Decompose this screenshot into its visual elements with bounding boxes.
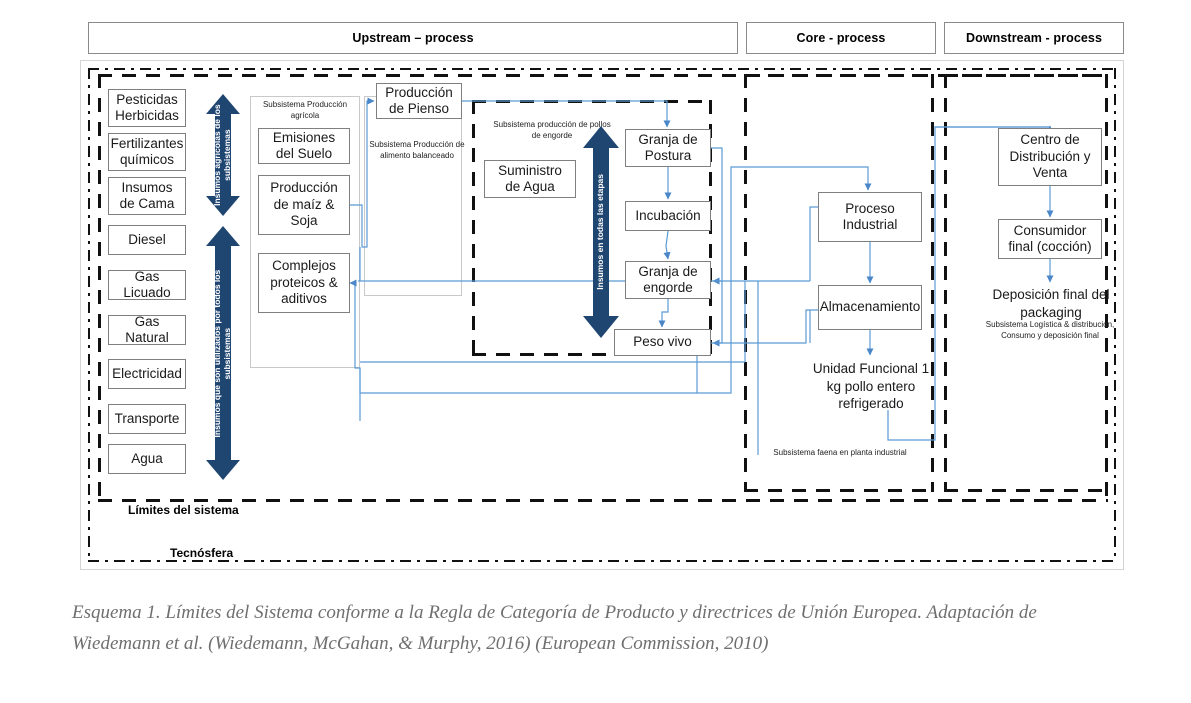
input-node-transporte[interactable]: Transporte [108,404,186,434]
label-subsystem-faena: Subsistema faena en planta industrial [773,448,907,457]
feed-subsystem-rect [364,96,462,296]
label-limites-del-sistema: Límites del sistema [128,503,239,517]
input-node-pesticidas[interactable]: Pesticidas Herbicidas [108,89,186,127]
arrow-insumos-todas-etapas: Insumos en todas las etapas [583,126,619,338]
figure-caption: Esquema 1. Límites del Sistema conforme … [72,602,1037,654]
node-proceso-industrial[interactable]: Proceso Industrial [818,192,922,242]
label-subsystem-agricola: Subsistema Producción agrícola [262,100,348,120]
node-produccion-de-pienso[interactable]: Producción de Pienso [376,83,462,119]
node-suministro-de-agua[interactable]: Suministro de Agua [484,160,576,198]
label-subsystem-alimento: Subsistema Producción de alimento balanc… [369,140,465,160]
input-node-insumos-cama[interactable]: Insumos de Cama [108,177,186,215]
input-node-gas-licuado[interactable]: Gas Licuado [108,269,186,300]
input-node-gas-natural[interactable]: Gas Natural [108,314,186,345]
node-granja-de-engorde[interactable]: Granja de engorde [625,261,711,299]
node-peso-vivo[interactable]: Peso vivo [614,329,711,356]
node-emisiones-del-suelo[interactable]: Emisiones del Suelo [258,128,350,164]
node-consumidor-final[interactable]: Consumidor final (cocción) [998,219,1102,259]
arrow-insumos-agricolas: Insumos agrícolas de los subsistemas [206,94,240,216]
input-node-diesel[interactable]: Diesel [108,225,186,255]
label-subsystem-broiler: Subsistema producción de pollos de engor… [493,120,611,140]
label-unidad-funcional: Unidad Funcional 1 kg pollo entero refri… [812,361,930,412]
node-centro-distribucion-venta[interactable]: Centro de Distribución y Venta [998,128,1102,186]
node-incubacion[interactable]: Incubación [625,201,711,231]
header-upstream-process: Upstream – process [88,22,738,54]
label-deposicion-final: Deposición final del packaging [992,287,1110,320]
node-granja-de-postura[interactable]: Granja de Postura [625,129,711,167]
core-process-boundary [744,74,934,492]
arrow-insumos-todos-subsistemas: Insumos que son utilizados por todos los… [206,226,240,480]
input-node-fertilizantes[interactable]: Fertilizantes químicos [108,133,186,171]
label-subsystem-logistica: Subsistema Logística & distribución, Con… [985,320,1115,340]
node-produccion-maiz-soja[interactable]: Producción de maíz & Soja [258,175,350,235]
header-downstream-process: Downstream - process [944,22,1124,54]
input-node-electricidad[interactable]: Electricidad [108,359,186,389]
node-almacenamiento[interactable]: Almacenamiento [818,285,922,330]
label-tecnosfera: Tecnósfera [170,546,234,560]
input-node-agua[interactable]: Agua [108,444,186,474]
node-complejos-proteicos[interactable]: Complejos proteicos & aditivos [258,253,350,313]
header-core-process: Core - process [746,22,936,54]
